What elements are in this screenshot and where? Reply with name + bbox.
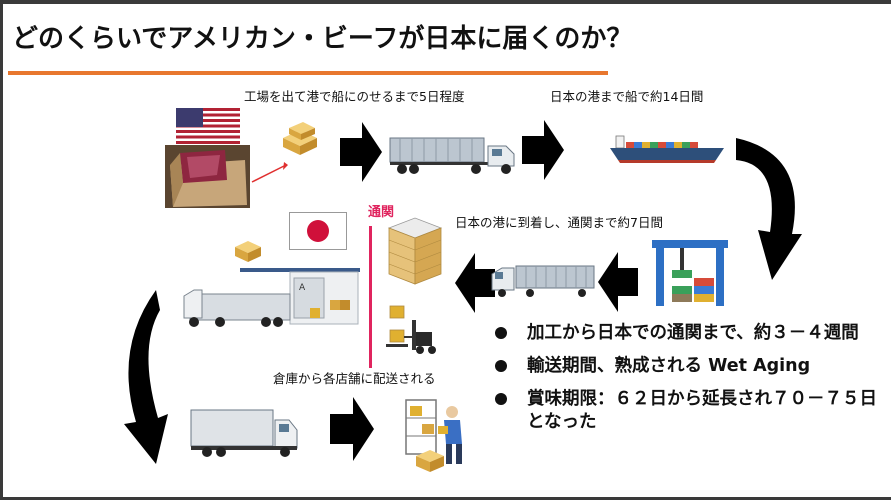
summary-bullets: 加工から日本での通関まで、約３－４週間 輸送期間、熟成される Wet Aging… [487,322,882,444]
arrow-left-icon-1 [598,252,638,312]
curved-arrow-down-right-icon [736,138,802,280]
caption-ship-to-japan: 日本の港まで船で約14日間 [550,89,704,104]
customs-line [369,226,372,368]
cargo-ship-icon [610,135,724,163]
arrow-right-icon-2 [522,120,564,180]
japan-flag-icon [289,212,347,250]
arrow-right-icon-3 [330,397,374,461]
container-truck-icon [389,137,515,174]
arrow-left-icon-2 [455,253,495,313]
cardboard-boxes-icon [283,122,317,155]
caption-factory-to-ship: 工場を出て港で船にのせるまで5日程度 [244,89,465,104]
customs-label: 通関 [368,205,395,220]
frame-left [0,0,3,500]
frame-top [0,0,891,4]
gantry-crane-icon [652,240,728,306]
bullet-dot-icon [495,327,507,339]
caption-arrival-customs: 日本の港に到着し、通関まで約7日間 [455,215,663,230]
bullet-dot-icon [495,393,507,405]
bullet-item: 輸送期間、熟成される Wet Aging [487,355,882,378]
caption-warehouse-to-stores: 倉庫から各店舗に配送される [273,371,436,386]
stacked-boxes-icon [387,217,443,285]
frame-bottom [0,497,891,500]
bullet-dot-icon [495,360,507,372]
container-truck-2-icon [491,265,595,297]
cardboard-box-small-icon [235,241,261,262]
curved-arrow-down-left-icon [124,290,168,464]
arrow-right-icon-1 [340,122,382,182]
meat-box-photo [165,145,250,208]
warehouse-dock-icon: A [183,268,360,327]
us-flag-icon [176,108,240,144]
svg-text:A: A [299,283,306,293]
worker-cart-icon [405,399,462,472]
forklift-icon [386,305,436,354]
title-underline [8,71,608,75]
delivery-truck-icon [190,409,298,457]
bullet-item: 賞味期限：６２日から延長され７０－７５日となった [487,388,882,434]
red-arrow-icon [251,162,288,183]
page-title: どのくらいでアメリカン・ビーフが日本に届くのか？ [12,24,633,54]
bullet-item: 加工から日本での通関まで、約３－４週間 [487,322,882,345]
